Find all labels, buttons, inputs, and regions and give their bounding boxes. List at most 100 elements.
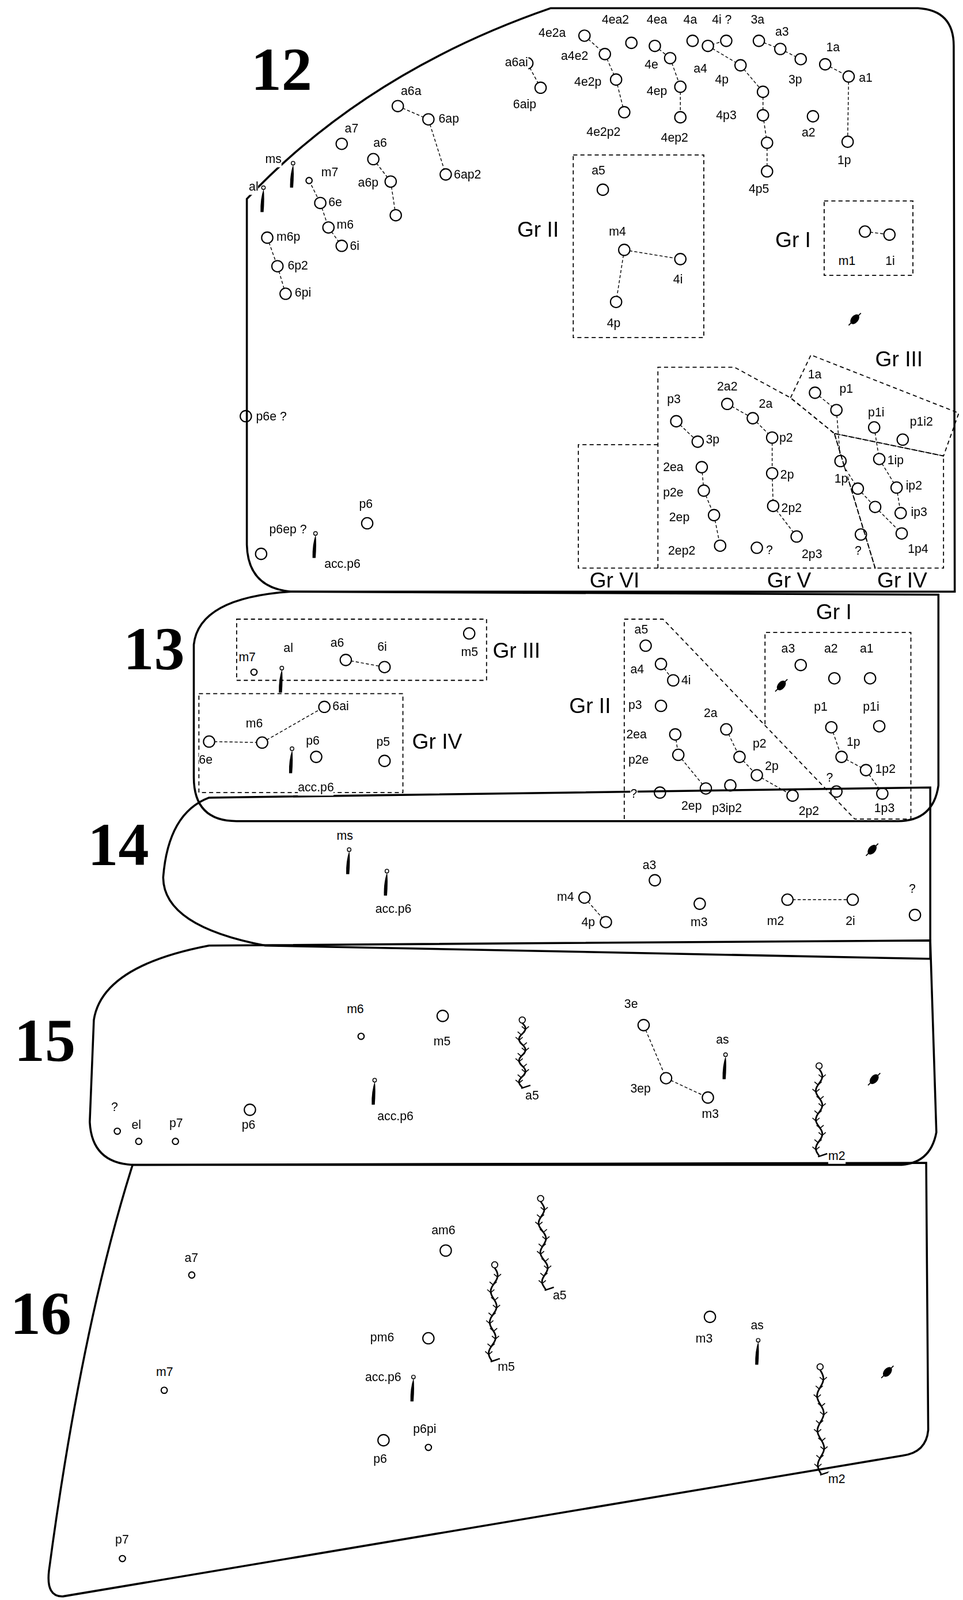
macrochaeta-barb (814, 1081, 818, 1085)
seta-label: 4a (683, 12, 698, 28)
seta-label: p5 (376, 734, 390, 750)
macrochaeta-barb (817, 1110, 822, 1114)
seta-label: 3e (624, 996, 639, 1012)
macrochaeta-barb (491, 1312, 496, 1316)
seta-tip (723, 1052, 728, 1057)
segment-outline: 12Gr IIGr IGr IIIGr VIGr VGr IV (242, 5, 963, 597)
seta-socket (318, 701, 330, 713)
seta-label: acc.p6 (297, 780, 335, 796)
macrochaeta-barb (812, 1146, 817, 1150)
seta-link (787, 899, 853, 900)
macrochaeta-barb (536, 1250, 541, 1254)
seta-label: 4ea (646, 12, 667, 28)
seta-socket (660, 1072, 672, 1084)
seta-label: p3 (666, 391, 681, 408)
seta-label: 2p2 (781, 501, 802, 517)
macrochaeta-barb (823, 1411, 828, 1415)
seta-label: 1a (808, 367, 822, 384)
seta-socket (255, 548, 267, 560)
seta-tip (385, 869, 389, 873)
seta-link (847, 76, 849, 142)
seta-socket (367, 153, 379, 165)
seta-label: a5 (525, 1088, 540, 1105)
macrochaeta-barb (816, 1096, 821, 1099)
seta-socket (675, 253, 686, 265)
seta-label: acc.p6 (365, 1369, 402, 1386)
pseudopore (865, 843, 879, 857)
seta-label: 2p3 (801, 546, 822, 563)
group-label: Gr V (767, 569, 811, 591)
macrochaeta-barb (484, 1351, 489, 1355)
seta-label: 4e2p2 (586, 124, 621, 140)
seta-label: 2ep (681, 798, 702, 815)
macrochaeta-barb (816, 1117, 820, 1121)
seta-label: ? (766, 542, 773, 559)
seta-label: m6 (336, 217, 354, 233)
macrochaeta-barb (491, 1297, 495, 1300)
seta-socket (440, 1245, 451, 1257)
seta-socket (340, 654, 352, 666)
macrochaeta-barb (521, 1069, 526, 1073)
pseudopore (867, 1072, 881, 1086)
macrochaeta-barb (820, 1455, 824, 1459)
seta-label: p7 (169, 1115, 184, 1132)
seta-socket (279, 287, 291, 299)
seta-label: 6aip (513, 96, 537, 113)
seta-label: 1p (846, 734, 861, 750)
seta-link (643, 1025, 667, 1079)
macrochaeta-barb (490, 1328, 494, 1332)
seta-label: p6pi (412, 1422, 436, 1438)
small-seta-socket (358, 1033, 365, 1040)
seta-label: 2p2 (798, 804, 820, 820)
macrochaeta-barb (817, 1081, 822, 1085)
macrochaeta-barb (812, 1117, 817, 1121)
macrochaeta-barb (538, 1280, 542, 1284)
macrochaeta-barb (495, 1336, 499, 1340)
macrochaeta-barb (488, 1351, 493, 1355)
pseudopore-line (775, 679, 788, 692)
pseudopore-line (867, 1073, 881, 1086)
seta-label: p3ip2 (711, 800, 742, 817)
seta-label: 3a (750, 12, 765, 28)
macrochaeta-barb (525, 1047, 529, 1051)
seta-label: p6e ? (256, 408, 287, 425)
seta-label: 2a (703, 706, 718, 722)
seta-tip (290, 747, 294, 751)
seta-label: a6p (358, 175, 379, 192)
outline-svg (10, 936, 941, 1167)
macrochaeta-barb (819, 1420, 824, 1424)
seta-label: a1 (858, 70, 873, 86)
seta-label: 2i (845, 914, 856, 930)
macrochaeta-barb (816, 1146, 820, 1150)
seta-socket (535, 82, 547, 94)
seta-label: ? (908, 881, 916, 897)
seta-socket (626, 37, 638, 49)
macrochaeta-barb (518, 1037, 523, 1041)
seta-label: m7 (238, 649, 256, 666)
seta-socket (809, 387, 821, 398)
seta-socket (463, 627, 475, 639)
seta-label: 1i (885, 253, 896, 270)
seta-socket (422, 113, 434, 125)
seta-label: m3 (701, 1106, 719, 1123)
seta-socket (720, 35, 732, 47)
seta-socket (639, 639, 651, 651)
seta-label: 4ep (646, 83, 667, 100)
macrochaeta-barb (536, 1214, 541, 1218)
seta-label: m3 (690, 915, 708, 931)
seta-socket (638, 1019, 650, 1031)
seta-socket (314, 197, 326, 209)
seta-label: ms (264, 152, 282, 168)
seta-label: acc.p6 (324, 556, 361, 573)
seta-label: al (283, 640, 294, 657)
macrochaeta-barb (539, 1222, 543, 1226)
seta-socket (389, 209, 401, 221)
macrochaeta-barb (814, 1110, 818, 1114)
seta-label: ? (826, 770, 834, 786)
seta-label: el (131, 1117, 142, 1134)
seta-socket (767, 500, 779, 512)
outline-svg (242, 5, 963, 597)
seta-label: 4ep2 (661, 130, 689, 147)
seta-tip (261, 186, 265, 190)
